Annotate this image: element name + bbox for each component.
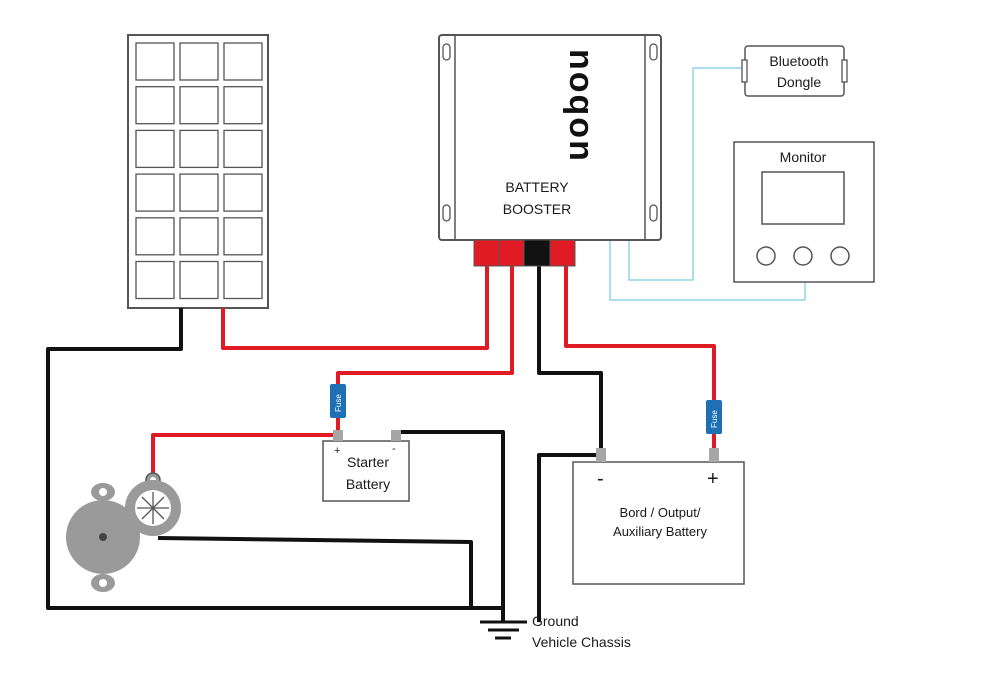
ground-label-line1: Ground — [532, 613, 579, 629]
monitor-label: Monitor — [780, 149, 827, 165]
aux-plus-sign: + — [707, 468, 719, 490]
monitor: Monitor — [733, 141, 875, 283]
booster-label-line2: BOOSTER — [503, 201, 571, 217]
aux-label-line1: Bord / Output/ — [620, 505, 701, 520]
monitor-screen — [761, 171, 845, 225]
solar-panel — [127, 34, 269, 309]
aux-minus-sign: - — [597, 468, 604, 490]
solar-cell — [223, 42, 263, 81]
alternator — [66, 472, 181, 592]
negative-wire-booster-aux — [537, 266, 603, 448]
bluetooth-label-line2: Dongle — [777, 74, 822, 90]
starter-label-line2: Battery — [346, 476, 390, 492]
ground-symbol — [480, 608, 527, 640]
negative-wire-aux-ground — [537, 453, 600, 622]
solar-cell — [223, 86, 263, 125]
negative-wire-solar-ground — [46, 308, 503, 610]
fuse-aux: Fuse — [706, 400, 722, 434]
bluetooth-label-line1: Bluetooth — [769, 53, 828, 69]
monitor-button-1 — [756, 246, 776, 266]
solar-cell — [223, 129, 263, 169]
starter-label-line1: Starter — [347, 454, 389, 470]
fuse-aux-label: Fuse — [710, 410, 719, 428]
booster-label-line1: BATTERY — [505, 179, 569, 195]
positive-wire-alternator-starter — [151, 433, 338, 476]
solar-cell — [179, 217, 219, 256]
fuse-starter-label: Fuse — [334, 394, 343, 412]
aux-battery: - + Bord / Output/ Auxiliary Battery — [572, 448, 745, 585]
solar-cell — [179, 260, 219, 300]
monitor-button-2 — [793, 246, 813, 266]
solar-cell — [135, 217, 175, 256]
ground-label-line2: Vehicle Chassis — [532, 634, 631, 650]
solar-cell — [135, 129, 175, 169]
solar-cell — [135, 173, 175, 212]
aux-label-line2: Auxiliary Battery — [613, 524, 707, 539]
positive-wire-booster-aux — [564, 266, 716, 448]
battery-booster: noqon BATTERY BOOSTER — [438, 34, 662, 267]
monitor-button-3 — [830, 246, 850, 266]
booster-brand-logo: noqon — [562, 49, 600, 163]
booster-terminals — [473, 239, 576, 267]
solar-cell — [179, 129, 219, 169]
fuse-starter: Fuse — [330, 384, 346, 418]
solar-cell — [135, 260, 175, 300]
solar-cell — [135, 86, 175, 125]
negative-wire-alternator-ground — [157, 536, 473, 608]
solar-cell — [179, 173, 219, 212]
solar-cell — [135, 42, 175, 81]
negative-wire-starter-ground — [396, 430, 505, 622]
solar-cell — [179, 86, 219, 125]
bluetooth-dongle: Bluetooth Dongle — [741, 45, 848, 97]
starter-minus-sign: - — [392, 443, 396, 455]
data-wire-monitor — [609, 240, 806, 301]
solar-cell — [223, 260, 263, 300]
solar-cell — [179, 42, 219, 81]
data-wire-bluetooth — [628, 67, 745, 281]
positive-wire-solar-booster — [221, 266, 489, 350]
solar-cell — [223, 217, 263, 256]
starter-plus-sign: + — [334, 445, 340, 457]
solar-cell — [223, 173, 263, 212]
starter-battery: + - Starter Battery — [322, 430, 410, 502]
